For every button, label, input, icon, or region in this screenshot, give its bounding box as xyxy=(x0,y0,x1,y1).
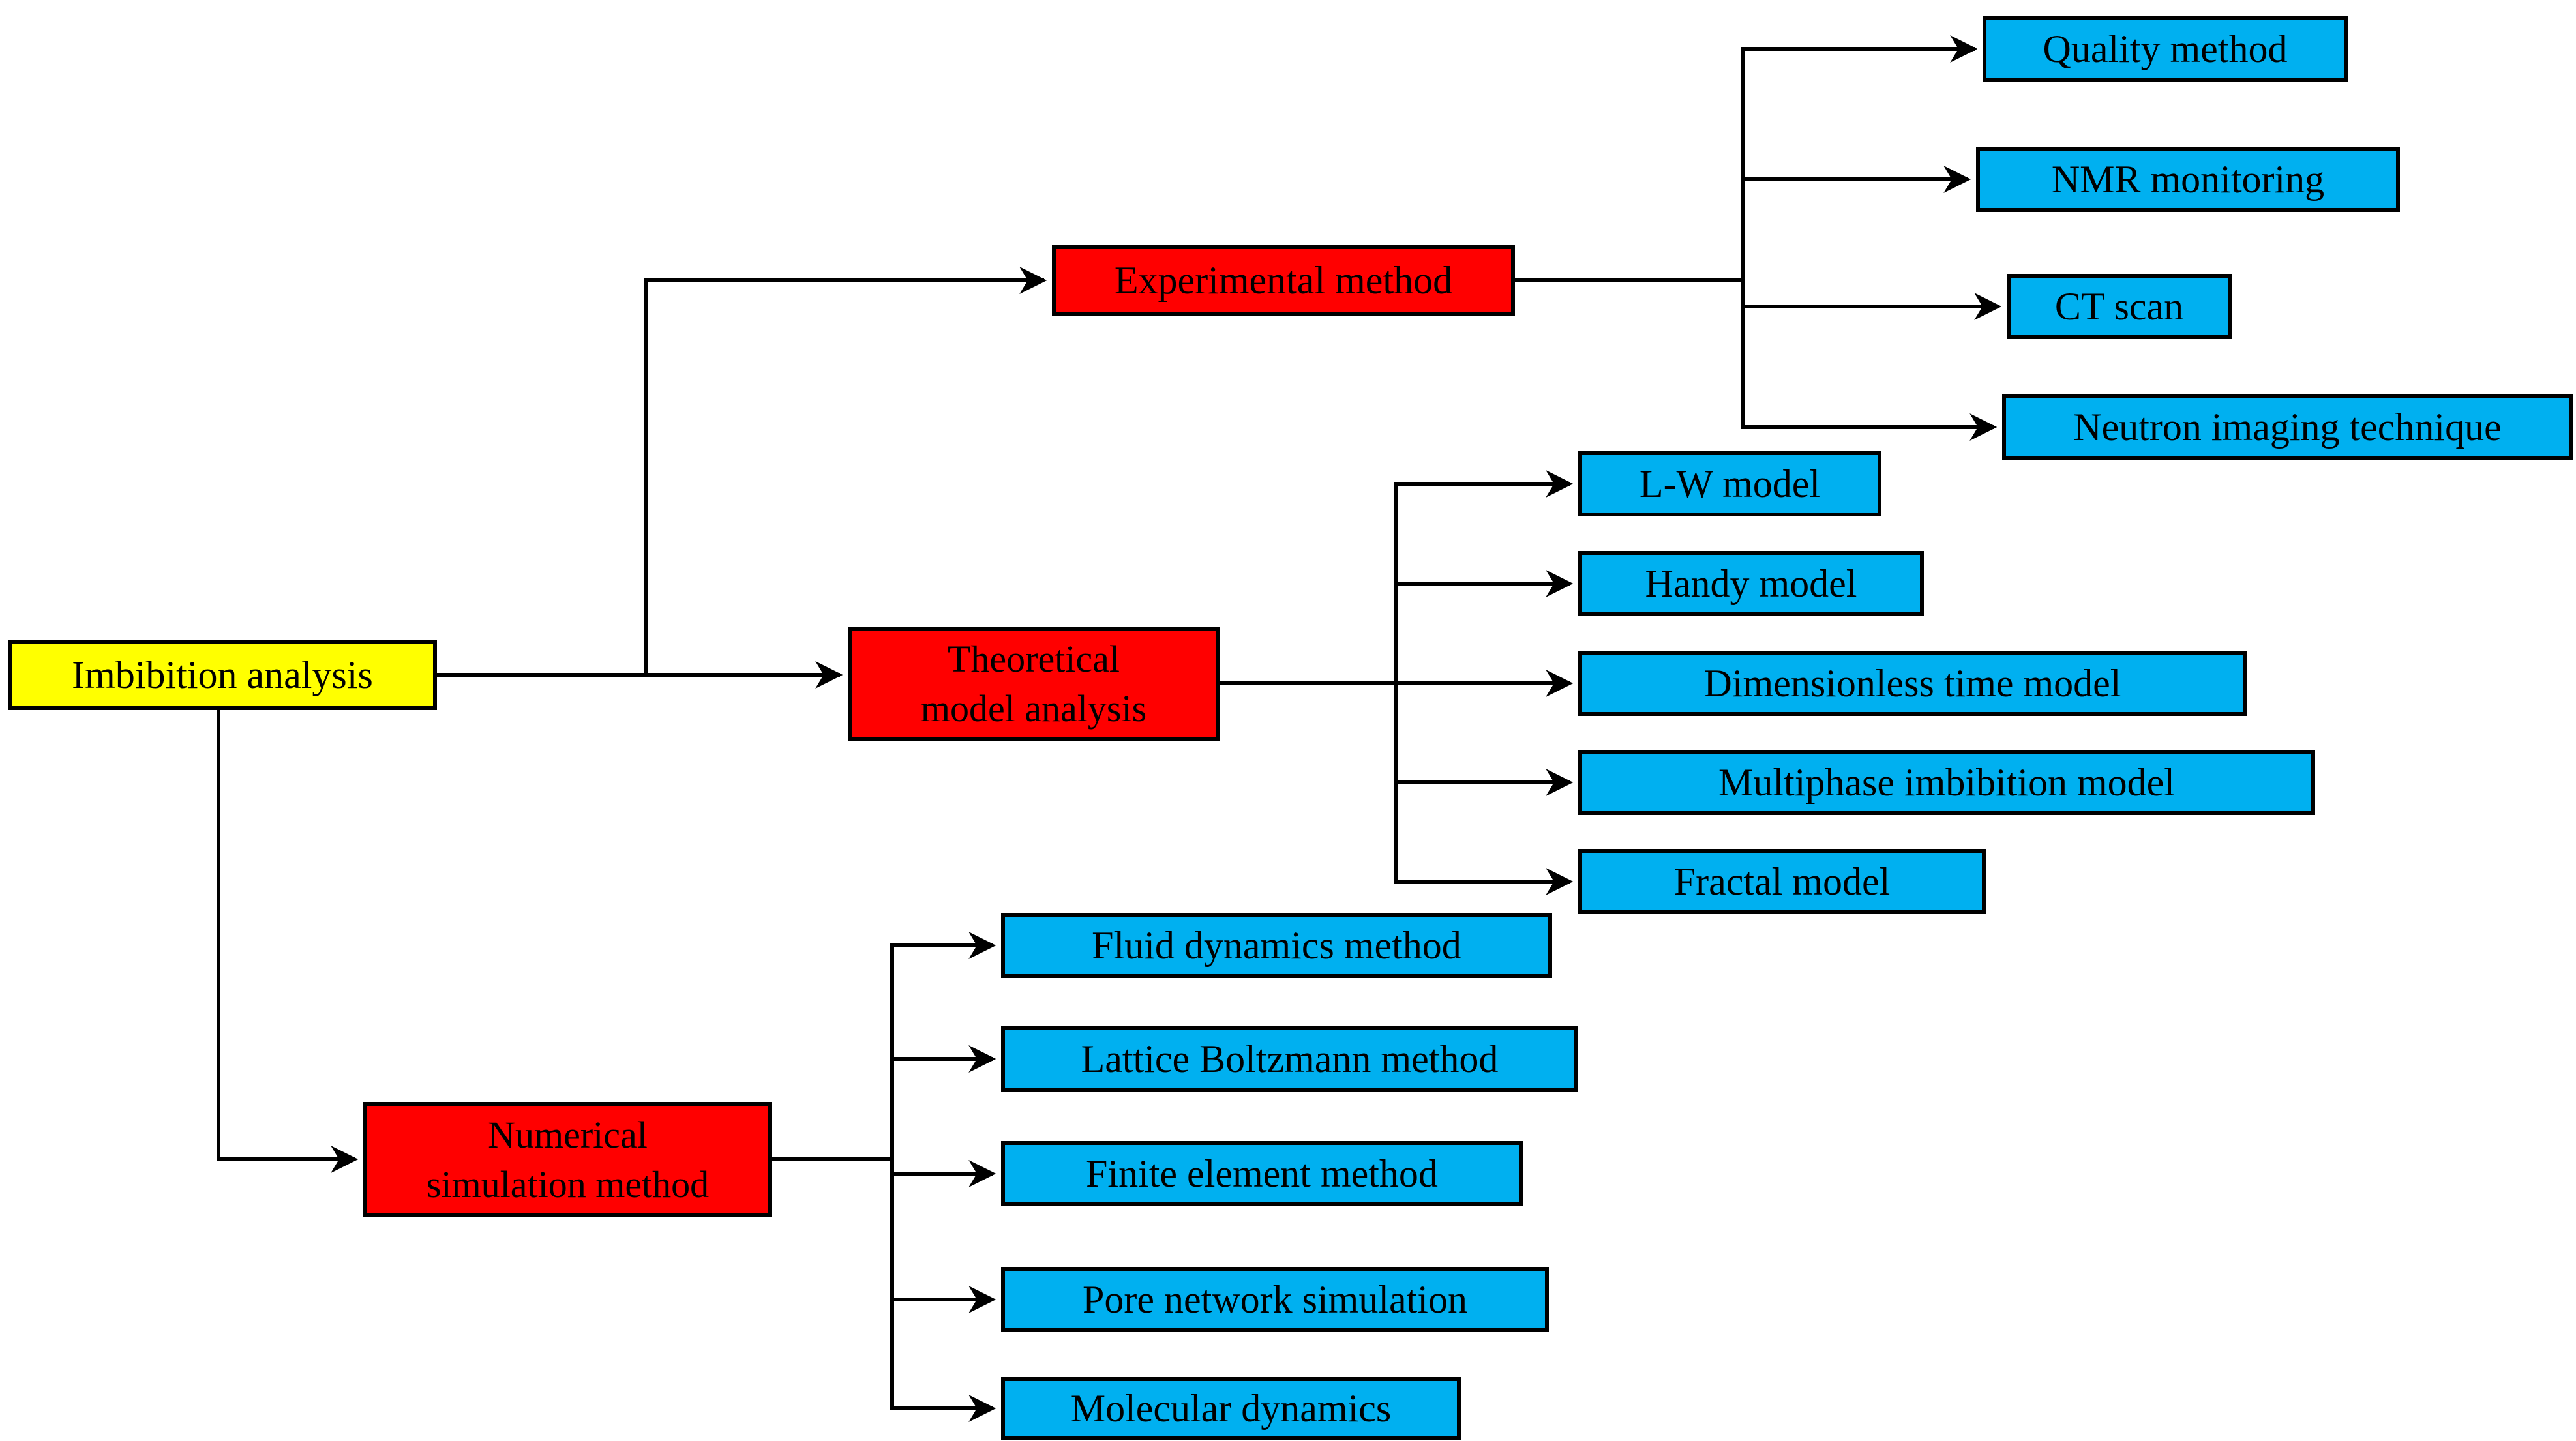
leaf-node-fluid-dynamics-method: Fluid dynamics method xyxy=(1001,913,1552,978)
leaf-node-nmr-monitoring: NMR monitoring xyxy=(1976,147,2400,212)
branch-node-theoretical-model-analysis: Theoretical model analysis xyxy=(848,627,1220,741)
leaf-node-fractal-model: Fractal model xyxy=(1578,849,1986,914)
leaf-node-ct-scan: CT scan xyxy=(2007,274,2232,339)
leaf-node-quality-method: Quality method xyxy=(1983,16,2348,82)
leaf-node-handy-model: Handy model xyxy=(1578,551,1924,616)
branch-node-numerical-simulation-method: Numerical simulation method xyxy=(363,1102,772,1217)
root-node-imbibition-analysis: Imbibition analysis xyxy=(8,640,437,710)
leaf-node-finite-element-method: Finite element method xyxy=(1001,1141,1523,1206)
leaf-node-neutron-imaging-technique: Neutron imaging technique xyxy=(2002,394,2573,460)
leaf-node-lw-model: L-W model xyxy=(1578,451,1881,516)
branch-node-experimental-method: Experimental method xyxy=(1052,245,1515,316)
leaf-node-dimensionless-time-model: Dimensionless time model xyxy=(1578,651,2247,716)
leaf-node-pore-network-simulation: Pore network simulation xyxy=(1001,1267,1549,1332)
leaf-node-lattice-boltzmann-method: Lattice Boltzmann method xyxy=(1001,1026,1578,1092)
leaf-node-multiphase-imbibition-model: Multiphase imbibition model xyxy=(1578,750,2315,815)
leaf-node-molecular-dynamics: Molecular dynamics xyxy=(1001,1377,1461,1440)
